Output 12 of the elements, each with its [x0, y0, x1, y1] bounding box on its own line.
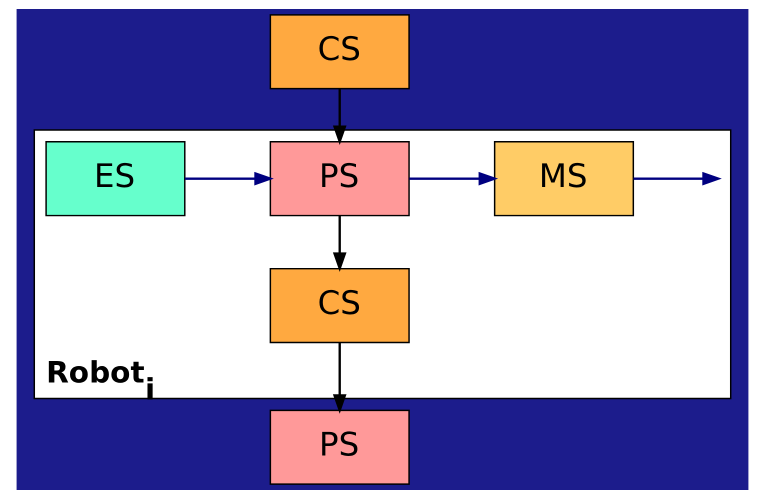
node-box: MS [493, 140, 634, 216]
arrow [332, 88, 346, 144]
node-box: ES [44, 140, 186, 216]
arrow [633, 171, 722, 185]
arrow [332, 342, 346, 414]
arrow [184, 171, 274, 185]
node-box: PS [269, 409, 410, 484]
arrow [408, 171, 498, 185]
node-box: CS [269, 267, 410, 343]
node-box: PS [269, 140, 410, 216]
arrow [332, 216, 346, 272]
node-box: CS [269, 14, 410, 89]
